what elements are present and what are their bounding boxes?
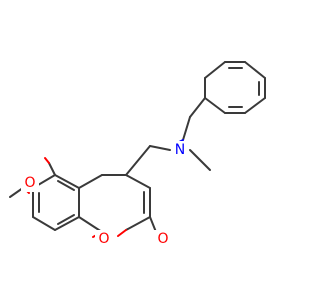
- bond: [244, 97, 266, 114]
- phenyl-ring: [204, 61, 266, 114]
- bond: [78, 174, 103, 189]
- bond: [44, 157, 50, 164]
- bond: [204, 97, 226, 114]
- carbonyl-oxygen-label: O: [157, 231, 168, 247]
- double-bond: [57, 214, 75, 225]
- bond: [78, 216, 103, 233]
- bond: [204, 61, 226, 79]
- atom-labels: N O O O: [21, 141, 189, 248]
- label-background: [171, 141, 189, 159]
- bond: [32, 216, 56, 231]
- methoxy-oxygen-label: O: [24, 175, 35, 191]
- n-methyl-bond: [189, 149, 211, 171]
- label-background: [21, 174, 39, 192]
- benzylamine-chain: [125, 97, 211, 176]
- label-background: [95, 230, 113, 248]
- bond: [125, 145, 151, 176]
- bond: [48, 162, 56, 176]
- coumarin-core: [32, 174, 161, 239]
- ring-oxygen-label: O: [98, 231, 109, 247]
- bond: [54, 216, 80, 231]
- label-background: [154, 230, 172, 248]
- bond: [117, 229, 127, 237]
- bond: [189, 97, 206, 118]
- bond: [149, 145, 171, 151]
- bond: [54, 174, 80, 189]
- bond: [244, 61, 266, 79]
- bond: [182, 116, 191, 141]
- double-bond: [57, 180, 75, 191]
- chemical-structure: N O O O: [9, 61, 266, 248]
- bond: [149, 216, 157, 233]
- bond: [125, 216, 151, 231]
- bond: [125, 174, 151, 189]
- nitrogen-atom-label: N: [175, 142, 185, 158]
